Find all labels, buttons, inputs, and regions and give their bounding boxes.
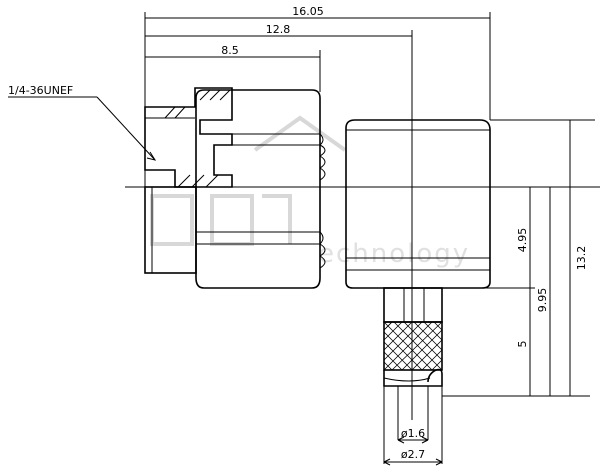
watermark-text: echnology [318,239,470,269]
dim-12-8: 12.8 [266,23,291,36]
dim-5: 5 [516,341,529,348]
vertical-dimensions: 4.95 9.95 13.2 5 [412,119,595,397]
dim-4-95: 4.95 [516,228,529,253]
dim-8-5: 8.5 [221,44,239,57]
diameter-dimensions: ø1.6 ø2.7 [383,427,443,466]
dim-dia-1-6: ø1.6 [401,427,425,440]
horizontal-dimensions: 16.05 12.8 8.5 [144,5,491,420]
dim-16-05: 16.05 [292,5,324,18]
cable-ferrule [383,287,443,464]
dim-9-95: 9.95 [536,288,549,313]
watermark-logo: echnology [150,115,470,269]
dim-13-2: 13.2 [575,246,588,271]
plug-body [144,87,326,289]
dim-dia-2-7: ø2.7 [401,448,425,461]
thread-callout: 1/4-36UNEF [8,84,157,161]
thread-label: 1/4-36UNEF [8,84,73,97]
